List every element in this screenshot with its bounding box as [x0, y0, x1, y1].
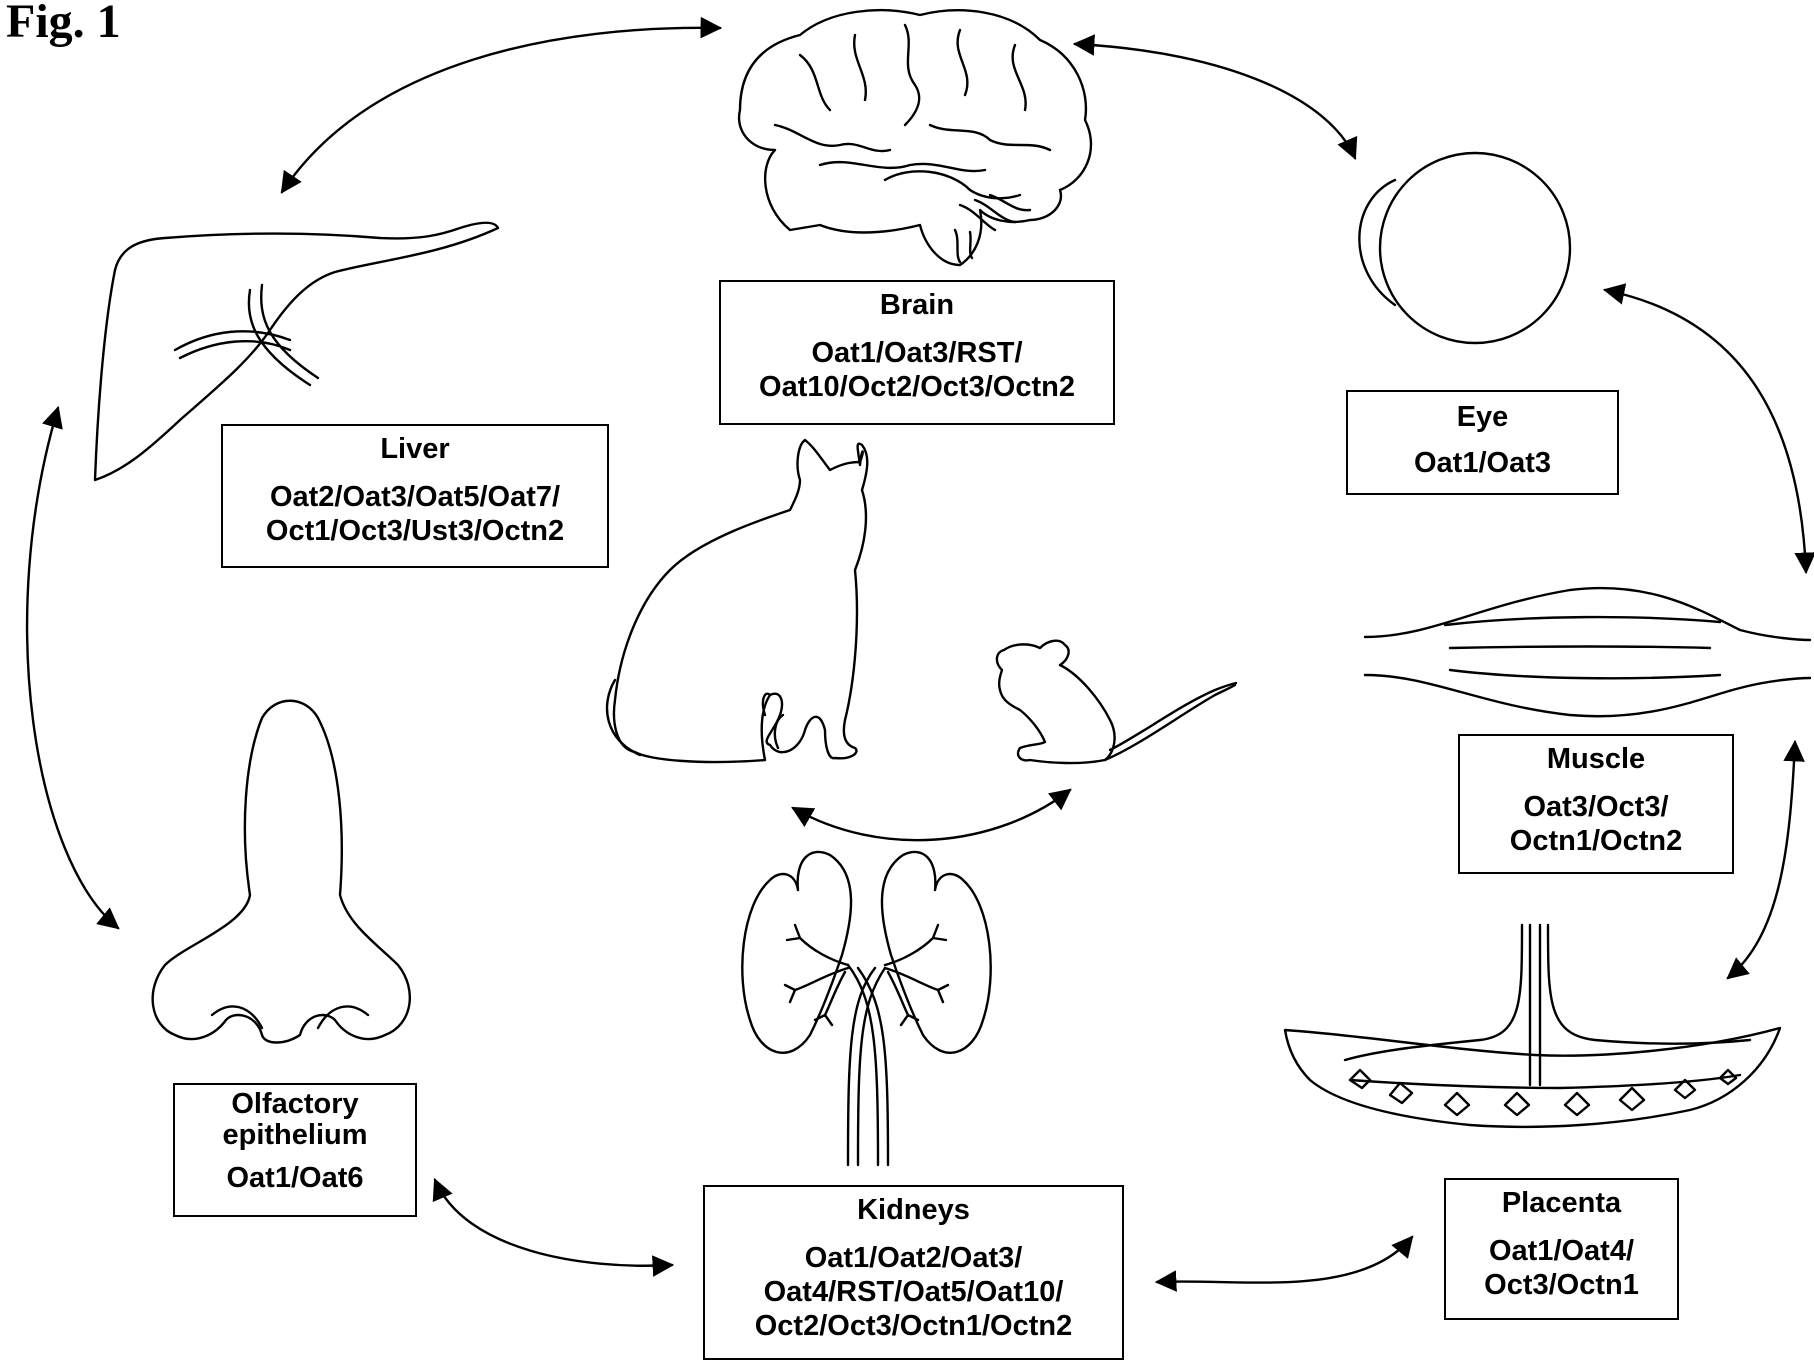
- muscle-title: Muscle: [1460, 742, 1732, 776]
- brain-label-box: Brain Oat1/Oat3/RST/ Oat10/Oct2/Oct3/Oct…: [719, 280, 1115, 425]
- liver-label-box: Liver Oat2/Oat3/Oat5/Oat7/ Oct1/Oct3/Ust…: [221, 424, 609, 568]
- figure-label: Fig. 1: [6, 0, 121, 49]
- muscle-transporters-line: Octn1/Octn2: [1460, 824, 1732, 858]
- placenta-illustration: [1285, 925, 1780, 1127]
- kidneys-transporters-line: Oat1/Oat2/Oat3/: [705, 1241, 1122, 1275]
- placenta-label-box: Placenta Oat1/Oat4/ Oct3/Octn1: [1444, 1178, 1679, 1320]
- eye-title: Eye: [1348, 400, 1617, 434]
- placenta-title: Placenta: [1446, 1186, 1677, 1220]
- brain-transporters-line: Oat10/Oct2/Oct3/Octn2: [721, 370, 1113, 404]
- cat-illustration: [607, 440, 867, 762]
- kidneys-label-box: Kidneys Oat1/Oat2/Oat3/ Oat4/RST/Oat5/Oa…: [703, 1185, 1124, 1360]
- eye-illustration: [1359, 153, 1570, 343]
- mouse-illustration: [997, 641, 1236, 763]
- olfactory-title-line: Olfactory: [175, 1089, 415, 1120]
- liver-transporters-line: Oat2/Oat3/Oat5/Oat7/: [223, 480, 607, 514]
- eye-transporters-line: Oat1/Oat3: [1348, 446, 1617, 480]
- kidneys-illustration: [742, 852, 990, 1165]
- placenta-transporters-line: Oat1/Oat4/: [1446, 1234, 1677, 1268]
- nose-illustration: [153, 701, 410, 1043]
- olfactory-title-line: epithelium: [175, 1120, 415, 1151]
- arrow-placenta-kidneys: [1157, 1237, 1412, 1283]
- muscle-label-box: Muscle Oat3/Oct3/ Octn1/Octn2: [1458, 734, 1734, 874]
- kidneys-transporters-line: Oct2/Oct3/Octn1/Octn2: [705, 1309, 1122, 1343]
- arrow-brain-eye: [1075, 44, 1355, 158]
- arrow-kidneys-olfactory: [435, 1180, 672, 1266]
- placenta-transporters-line: Oct3/Octn1: [1446, 1268, 1677, 1302]
- arrow-muscle-placenta: [1728, 742, 1795, 978]
- liver-title: Liver: [223, 432, 607, 466]
- muscle-illustration: [1365, 588, 1810, 716]
- arrow-cat-mouse: [793, 790, 1070, 840]
- arrow-eye-muscle: [1605, 290, 1806, 572]
- arrow-olfactory-liver: [27, 408, 118, 928]
- olfactory-label-box: Olfactory epithelium Oat1/Oat6: [173, 1083, 417, 1217]
- arrow-liver-brain: [282, 28, 720, 192]
- eye-label-box: Eye Oat1/Oat3: [1346, 390, 1619, 495]
- muscle-transporters-line: Oat3/Oct3/: [1460, 790, 1732, 824]
- brain-transporters-line: Oat1/Oat3/RST/: [721, 336, 1113, 370]
- olfactory-transporters-line: Oat1/Oat6: [175, 1163, 415, 1194]
- brain-title: Brain: [721, 288, 1113, 322]
- kidneys-title: Kidneys: [705, 1193, 1122, 1227]
- kidneys-transporters-line: Oat4/RST/Oat5/Oat10/: [705, 1275, 1122, 1309]
- liver-transporters-line: Oct1/Oct3/Ust3/Octn2: [223, 514, 607, 548]
- brain-illustration: [739, 10, 1091, 265]
